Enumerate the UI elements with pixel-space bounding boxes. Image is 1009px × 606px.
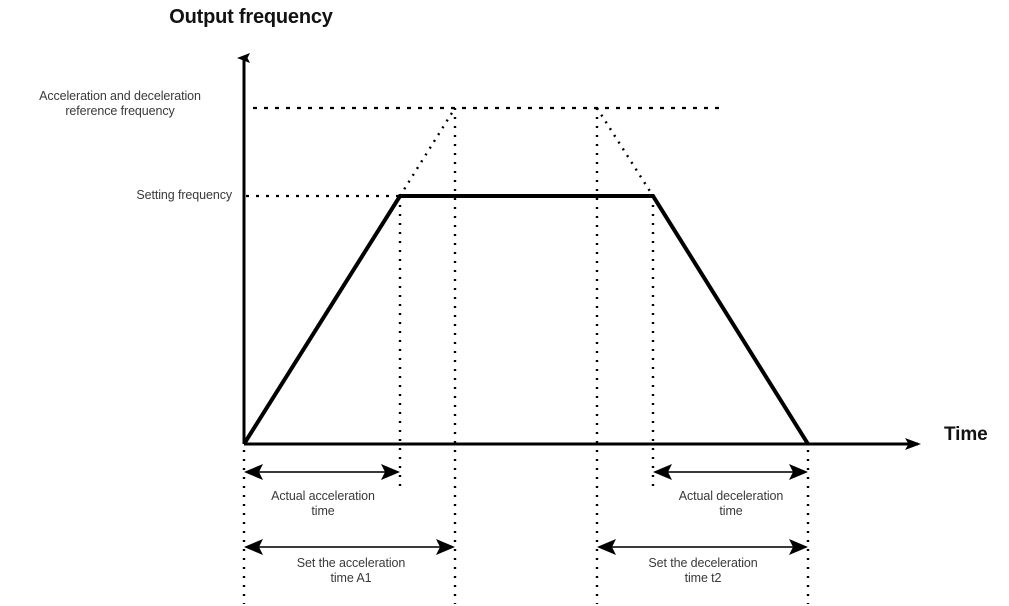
reference-deceleration-ramp — [595, 107, 655, 197]
reference-frequency-label: Acceleration and deceleration reference … — [39, 89, 201, 118]
reference-acceleration-ramp — [398, 107, 457, 197]
chart-title: Output frequency — [169, 6, 333, 28]
actual-deceleration-time-label: Actual deceleration time — [678, 489, 784, 518]
set-acceleration-time-label: Set the acceleration time A1 — [296, 556, 406, 585]
setting-frequency-label: Setting frequency — [136, 188, 232, 202]
x-axis-label: Time — [944, 424, 988, 445]
set-deceleration-time-label: Set the deceleration time t2 — [648, 556, 758, 585]
output-frequency-curve — [242, 194, 810, 446]
actual-acceleration-time-label: Actual acceleration time — [271, 489, 375, 518]
